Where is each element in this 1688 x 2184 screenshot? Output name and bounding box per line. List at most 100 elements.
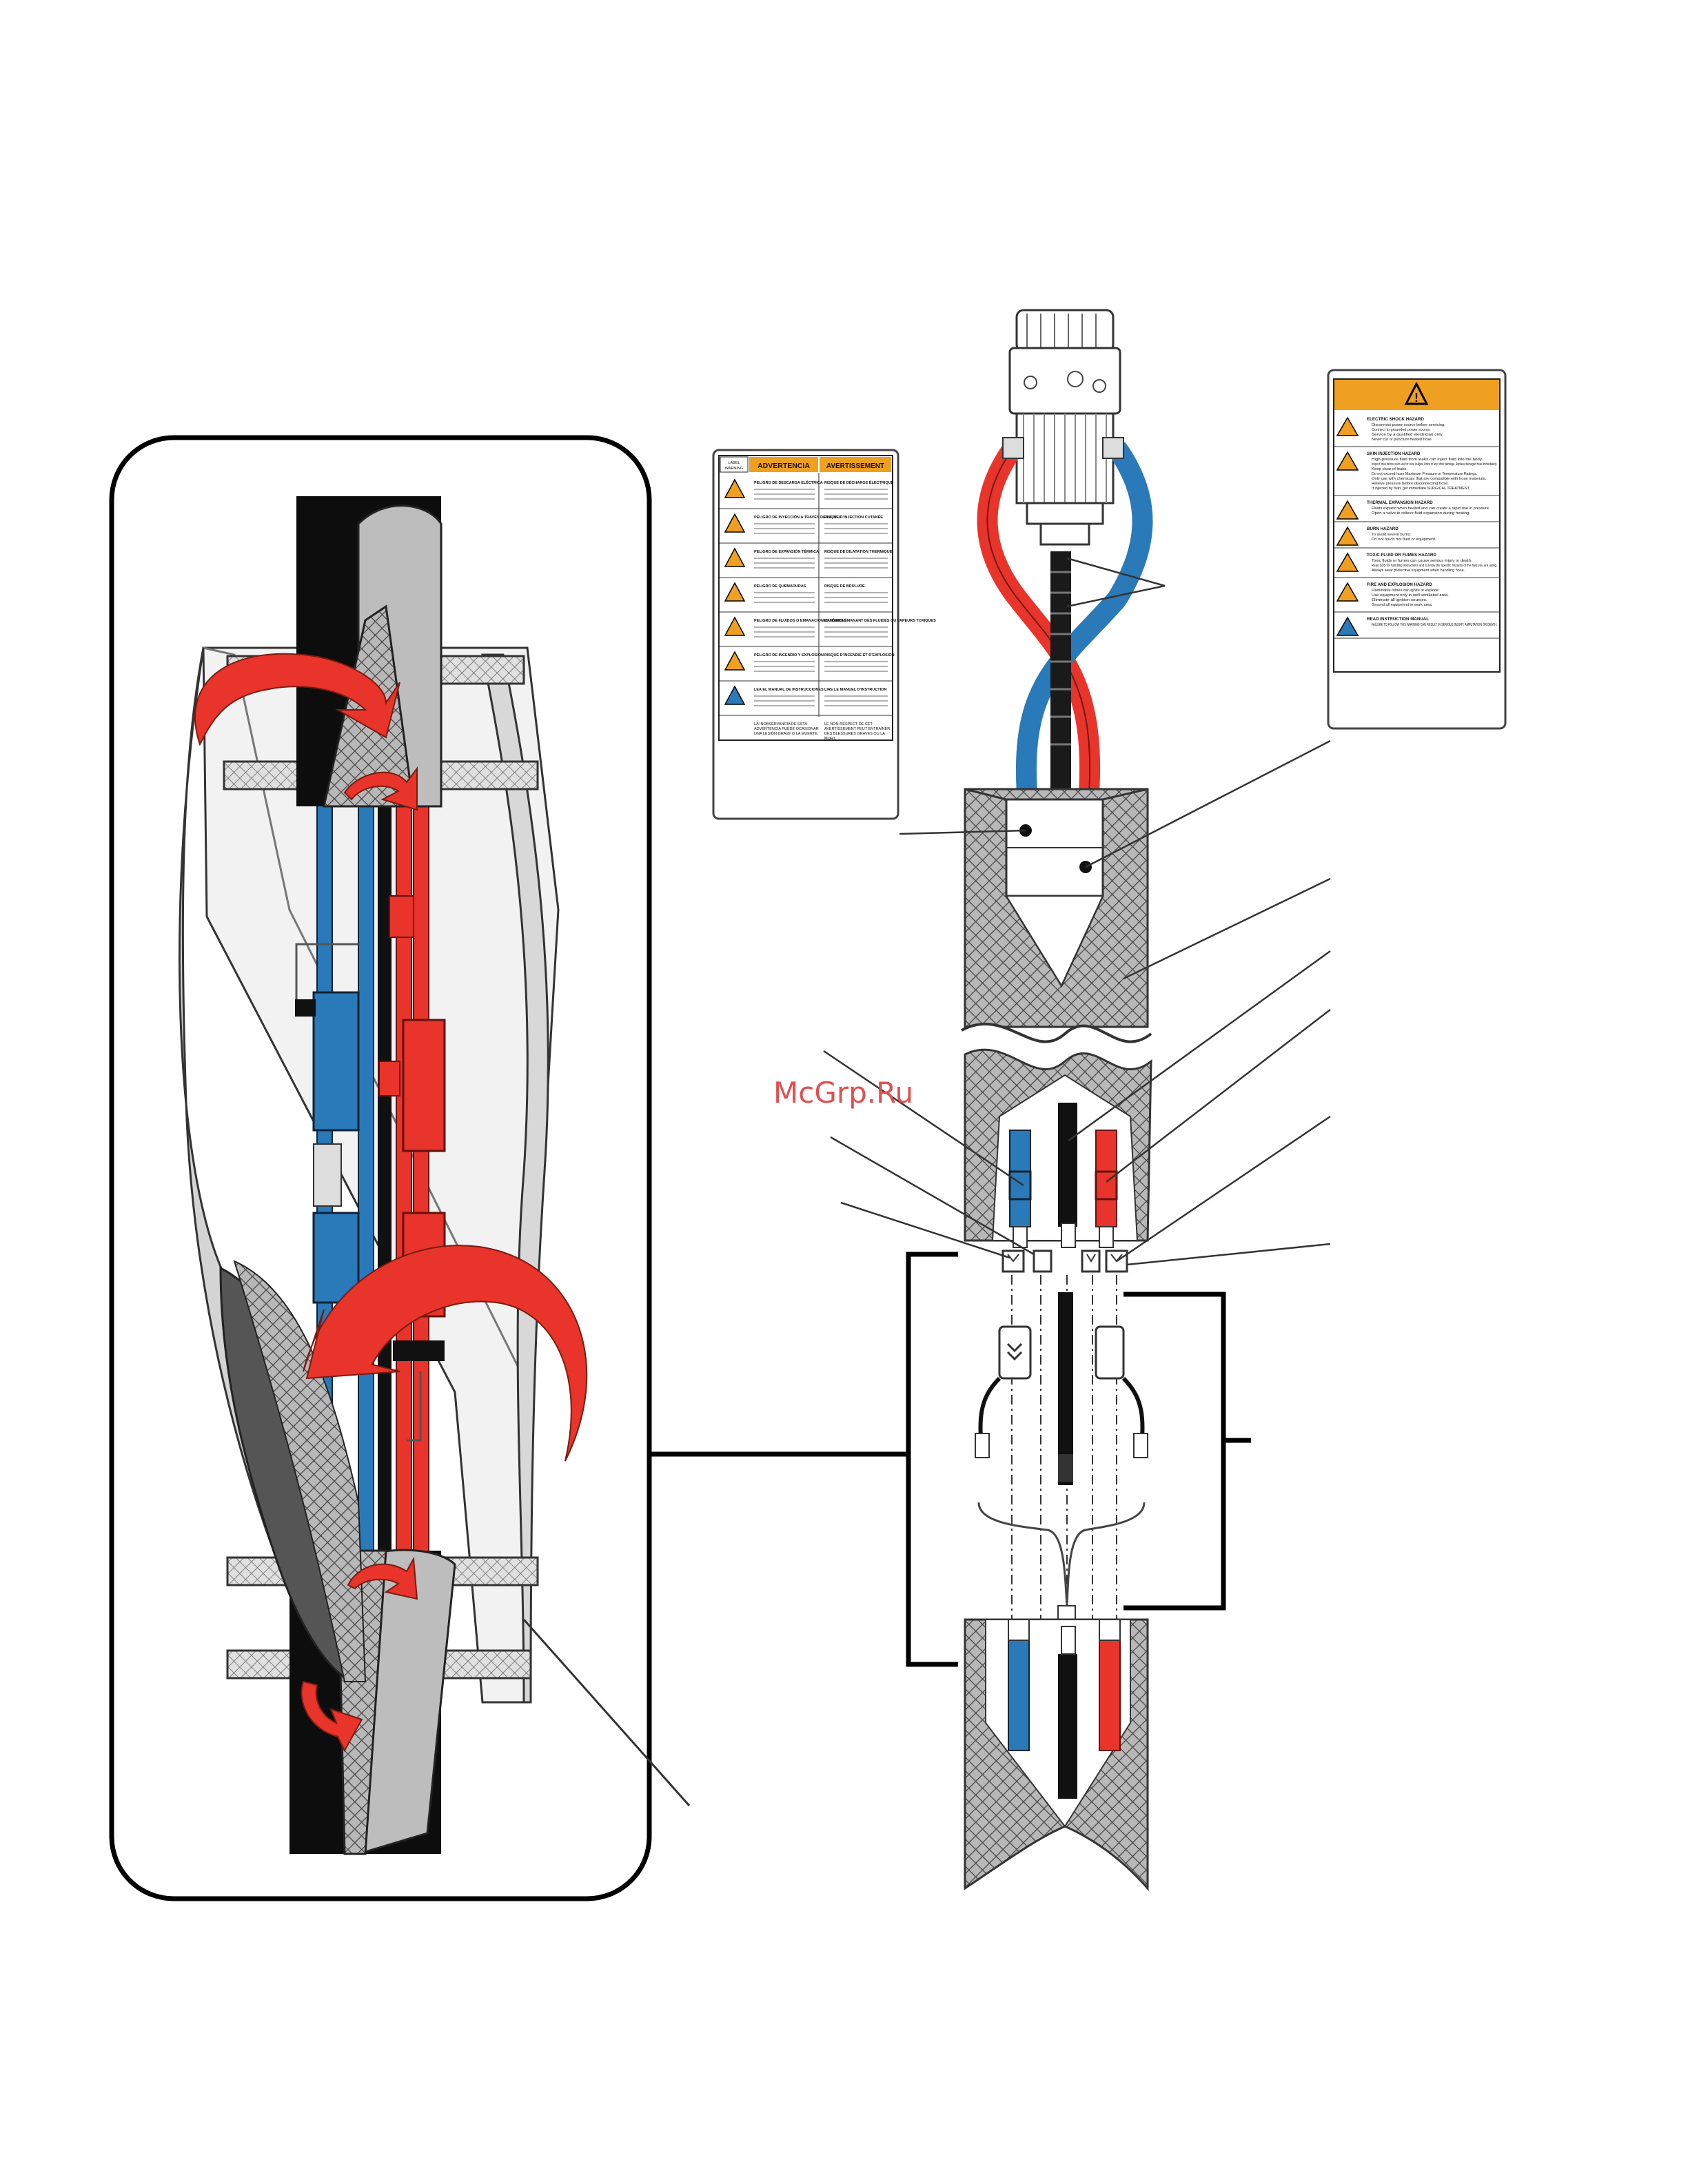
label-section-es: PELIGRO DE QUEMADURAS bbox=[754, 584, 806, 589]
lower-black-hose bbox=[1058, 1103, 1077, 1227]
label-english-line: FAILURE TO FOLLOW THIS WARNING CAN RESUL… bbox=[1372, 623, 1497, 627]
label-section-fr: RISQUE D'INCENDIE ET D'EXPLOSION bbox=[824, 653, 895, 657]
hazard-icon bbox=[1336, 552, 1359, 572]
label-english-line: High-pressure fluid from leaks can injec… bbox=[1372, 458, 1483, 462]
warning-label-multilingual: LABEL WARNING ADVERTENCIA AVERTISSEMENT … bbox=[712, 449, 936, 820]
hazard-icon bbox=[1336, 451, 1359, 471]
end-blue-hose bbox=[1008, 1640, 1030, 1751]
label-corner-line1: LABEL bbox=[728, 461, 740, 465]
label-english-line: Only use with chemicals that are compati… bbox=[1372, 477, 1486, 481]
inset-blue-hose-2 bbox=[358, 792, 374, 1565]
label-english-line: Fluids expand when heated and can create… bbox=[1372, 507, 1490, 511]
label-section-es: PELIGRO DE EXPANSIÓN TÉRMICA bbox=[754, 549, 819, 554]
label-english-line: Open a valve to relieve fluid expansion … bbox=[1372, 511, 1470, 516]
label-english-section-title: BURN HAZARD bbox=[1367, 527, 1399, 531]
hazard-icon bbox=[1336, 616, 1359, 636]
label-english-line: Keep clear of leaks. bbox=[1372, 467, 1407, 471]
label-english-line: Toxic fluids or fumes can cause serious … bbox=[1372, 559, 1472, 563]
label-english-section-title: SKIN INJECTION HAZARD bbox=[1367, 451, 1421, 456]
label-section-es: PELIGRO DE FLUIDOS O EMANACIONES TÓXICAS bbox=[754, 618, 846, 623]
label-section-fr: LIRE LE MANUEL D'INSTRUCTION bbox=[824, 688, 886, 692]
exploded-components bbox=[975, 1275, 1148, 1634]
inset-red-hose-2 bbox=[413, 792, 429, 1565]
label-english-line: Inspect hose before each use for cuts, b… bbox=[1372, 462, 1497, 467]
top-blue-hose bbox=[1015, 442, 1153, 793]
label-english-line: Eliminate all ignition sources. bbox=[1372, 598, 1427, 602]
arrow-wrap-large bbox=[303, 1245, 588, 1462]
hazard-icon bbox=[1336, 500, 1359, 520]
thermal-sensor-left bbox=[998, 1325, 1032, 1380]
hose-end-bottom bbox=[964, 1618, 1149, 1891]
label-section-es: PELIGRO DE INCENDIO Y EXPLOSIÓN bbox=[754, 652, 824, 657]
top-black-hose bbox=[1050, 551, 1071, 806]
inset-callout-line bbox=[522, 1619, 691, 1806]
label-section-fr: RISQUE DE DILATATION THERMIQUE bbox=[824, 550, 893, 554]
svg-text:!: ! bbox=[1414, 391, 1418, 405]
label-english-line: Service by a qualified electrician only. bbox=[1372, 433, 1443, 437]
label-section-es: PELIGRO DE INYECCIÓN A TRAVÉS DE LA PIEL bbox=[754, 514, 842, 520]
end-red-hose bbox=[1099, 1640, 1121, 1751]
arrow-wrap-bottom-small bbox=[347, 1556, 418, 1600]
bracket-right bbox=[1123, 1292, 1226, 1611]
label-section-fr: RISQUE D'INJECTION CUTANÉE bbox=[824, 514, 883, 520]
thermal-sensor-right bbox=[1095, 1325, 1125, 1380]
label-english-line: Read SDS for handling instructions and t… bbox=[1372, 564, 1497, 568]
label-section-fr: RISQUE DE BRÛLURE bbox=[824, 584, 865, 589]
end-black-hose bbox=[1058, 1654, 1077, 1799]
label-section-fr: RISQUE DE DÉCHARGE ÉLECTRIQUE bbox=[824, 480, 894, 485]
label-english-section-title: READ INSTRUCTION MANUAL bbox=[1367, 617, 1429, 622]
label-corner-line2: WARNING bbox=[725, 467, 743, 471]
inset-blue-fitting bbox=[312, 991, 360, 1132]
bracket-left bbox=[906, 1252, 958, 1667]
arrow-wrap-top-small bbox=[343, 766, 418, 811]
label-english-line: Flammable fumes can ignite or explode. bbox=[1372, 589, 1440, 593]
inset-detail-panel bbox=[109, 435, 691, 1901]
hazard-icon bbox=[724, 513, 746, 533]
hazard-icon bbox=[724, 582, 746, 602]
label-section-es: PELIGRO DE DESCARGA ELÉCTRICA bbox=[754, 480, 823, 485]
hazard-icon bbox=[1336, 416, 1359, 436]
label-english-line: Ground all equipment in work area. bbox=[1372, 603, 1432, 607]
hazard-icon bbox=[724, 478, 746, 498]
label-section-es: LEA EL MANUAL DE INSTRUCCIONES bbox=[754, 688, 824, 692]
label-english-line: Relieve pressure before disconnecting ho… bbox=[1372, 482, 1449, 486]
label-header-fr: AVERTISSEMENT bbox=[826, 462, 884, 470]
label-english-line: Connect to grounded power source. bbox=[1372, 428, 1431, 432]
inset-blue-fitting-2 bbox=[312, 1212, 360, 1304]
manifold-block bbox=[1008, 309, 1121, 546]
label-english-line: Use equipment only in well ventilated ar… bbox=[1372, 593, 1449, 598]
hazard-icon bbox=[724, 685, 746, 705]
hazard-icon bbox=[724, 651, 746, 671]
label-english-section-title: FIRE AND EXPLOSION HAZARD bbox=[1367, 582, 1432, 587]
hazard-icon bbox=[724, 547, 746, 567]
watermark-text: McGrp.Ru bbox=[773, 1076, 913, 1110]
label-english-section-title: ELECTRIC SHOCK HAZARD bbox=[1367, 417, 1424, 422]
hazard-icon bbox=[1336, 526, 1359, 546]
label-section-fr: DANGERS ÉMANANT DES FLUIDES OU VAPEURS T… bbox=[824, 618, 936, 623]
label-header-es: ADVERTENCIA bbox=[757, 462, 810, 470]
label-english-section-title: THERMAL EXPANSION HAZARD bbox=[1367, 500, 1433, 505]
arrow-wrap-top-left bbox=[194, 653, 400, 746]
label-english-line: Disconnect power source before servicing… bbox=[1372, 423, 1445, 427]
label-english-line: Always wear protective equipment when ha… bbox=[1372, 569, 1465, 573]
label-english-line: Do not exceed hose Maximum Pressure or T… bbox=[1372, 472, 1477, 476]
warning-triangle-icon bbox=[1404, 381, 1429, 405]
inset-red-fitting bbox=[402, 1019, 446, 1152]
hazard-icon bbox=[1336, 582, 1359, 602]
label-english-line: Never cut or puncture heated hose. bbox=[1372, 438, 1432, 442]
label-english-line: If injected by fluid, get immediate SURG… bbox=[1372, 487, 1470, 491]
hazard-icon bbox=[724, 616, 746, 636]
label-english-line: Do not touch hot fluid or equipment. bbox=[1372, 538, 1436, 542]
hose-assembly bbox=[823, 309, 1331, 1891]
label-english-section-title: TOXIC FLUID OR FUMES HAZARD bbox=[1367, 553, 1436, 558]
center-black-stub bbox=[1058, 1292, 1073, 1485]
fitting-row bbox=[1001, 1249, 1128, 1273]
arrow-wrap-bottom-left bbox=[301, 1680, 363, 1753]
label-english-line: To avoid severe burns: bbox=[1372, 533, 1411, 537]
